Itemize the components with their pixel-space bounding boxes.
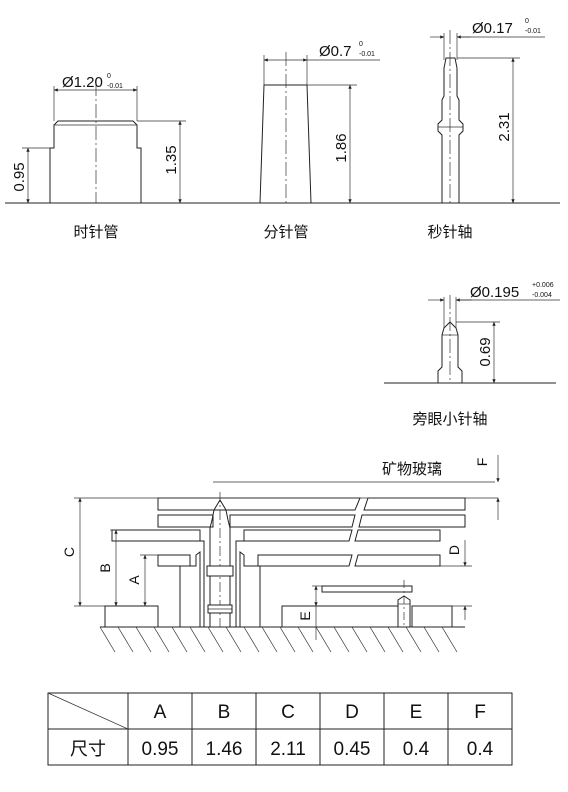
table-header-d: D: [345, 702, 359, 723]
second-tol-lower: -0.01: [525, 28, 541, 35]
table-value-b: 1.46: [206, 739, 243, 760]
table-value-a: 0.95: [142, 739, 179, 760]
table-value-e: 0.4: [403, 739, 430, 760]
assembly-drawing: [74, 455, 500, 653]
dim-label-c: C: [61, 547, 77, 557]
dim-label-f: F: [474, 458, 490, 467]
minute-total-height: 1.86: [333, 133, 350, 162]
table-header-a: A: [154, 702, 167, 723]
side-axle-drawing: [384, 295, 560, 384]
second-axle-caption: 秒针轴: [427, 223, 472, 241]
hour-tol-lower: -0.01: [107, 83, 123, 90]
dim-label-a: A: [126, 575, 142, 585]
second-axle-drawing: [430, 30, 545, 204]
table-header-e: E: [410, 702, 423, 723]
table-value-c: 2.11: [270, 739, 306, 760]
side-tol-upper: +0.006: [532, 282, 554, 289]
minute-tol-lower: -0.01: [359, 51, 375, 58]
minute-pipe-caption: 分针管: [263, 223, 308, 241]
hour-pipe-caption: 时针管: [73, 223, 118, 241]
minute-diameter: Ø0.7: [319, 43, 352, 60]
dimension-table: [47, 692, 513, 766]
table-header-c: C: [281, 702, 295, 723]
hour-tol-upper: 0: [107, 73, 111, 80]
side-total-height: 0.69: [477, 337, 494, 366]
table-header-b: B: [218, 702, 231, 723]
side-tol-lower: -0.004: [532, 292, 552, 299]
hour-pipe-drawing: [22, 82, 186, 204]
glass-label: 矿物玻璃: [382, 460, 442, 478]
table-row-label: 尺寸: [70, 739, 106, 760]
table-value-d: 0.45: [334, 739, 371, 760]
table-value-f: 0.4: [467, 739, 494, 760]
hour-diameter: Ø1.20: [62, 74, 103, 91]
hour-total-height: 1.35: [163, 145, 180, 174]
second-total-height: 2.31: [496, 112, 513, 141]
dim-label-e: E: [297, 611, 313, 620]
hour-base-height: 0.95: [11, 162, 28, 191]
second-diameter: Ø0.17: [472, 20, 513, 37]
side-diameter: Ø0.195: [470, 284, 519, 301]
table-header-f: F: [474, 702, 486, 723]
minute-tol-upper: 0: [359, 41, 363, 48]
second-tol-upper: 0: [525, 18, 529, 25]
dim-label-d: D: [446, 545, 462, 555]
side-axle-caption: 旁眼小针轴: [412, 410, 487, 428]
minute-pipe-drawing: [259, 52, 380, 204]
dim-label-b: B: [97, 563, 113, 572]
